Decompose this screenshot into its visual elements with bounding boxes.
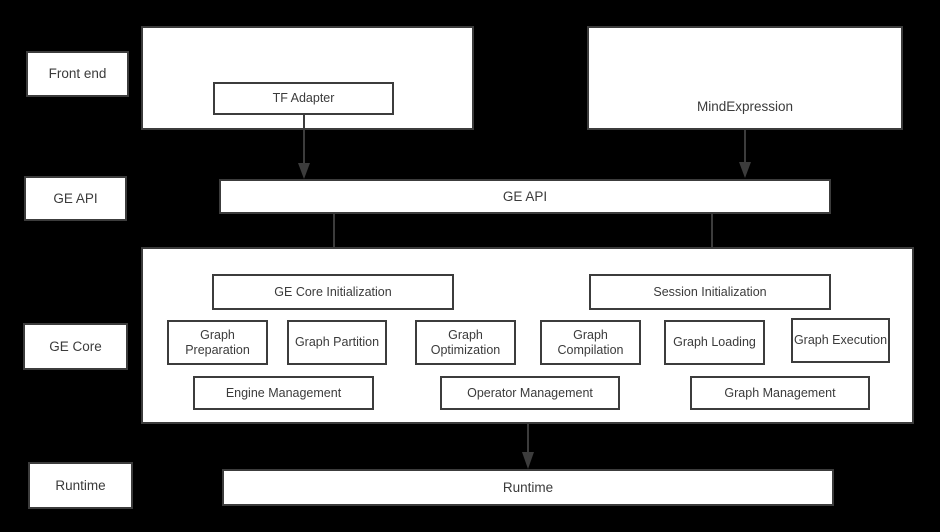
- graph-partition-label: Graph Partition: [294, 335, 380, 350]
- graph-optimization-label: Graph Optimization: [430, 327, 501, 357]
- stage-label-runtime-text: Runtime: [55, 477, 106, 493]
- runtime-bar: Runtime: [222, 469, 834, 506]
- graph-management-box: Graph Management: [690, 376, 870, 410]
- operator-management-box: Operator Management: [440, 376, 620, 410]
- graph-execution-box: Graph Execution: [791, 318, 890, 363]
- runtime-bar-label: Runtime: [502, 479, 554, 495]
- graph-optimization-box: Graph Optimization: [415, 320, 516, 365]
- tf-adapter-box: TF Adapter: [213, 82, 394, 115]
- mindexpression-panel-title: MindExpression: [696, 99, 794, 114]
- graph-execution-label: Graph Execution: [793, 333, 888, 348]
- graph-preparation-box: Graph Preparation: [167, 320, 268, 365]
- session-initialization-label: Session Initialization: [653, 284, 767, 299]
- arrow-tf-adapter-to-ge-api: [296, 115, 316, 181]
- arrow-ge-core-to-runtime: [520, 424, 540, 472]
- graph-loading-label: Graph Loading: [673, 335, 756, 350]
- session-initialization-box: Session Initialization: [589, 274, 831, 310]
- stage-label-runtime: Runtime: [28, 462, 133, 509]
- operator-management-label: Operator Management: [467, 385, 593, 400]
- graph-compilation-box: Graph Compilation: [540, 320, 641, 365]
- stage-label-front-end: Front end: [26, 51, 129, 97]
- stage-label-ge-api-text: GE API: [53, 190, 98, 206]
- ge-api-bar: GE API: [219, 179, 831, 214]
- arrow-mindexpression-to-ge-api: [737, 130, 757, 182]
- ge-core-initialization-box: GE Core Initialization: [212, 274, 454, 310]
- graph-partition-box: Graph Partition: [287, 320, 387, 365]
- graph-preparation-label: Graph Preparation: [185, 327, 250, 357]
- ge-core-initialization-label: GE Core Initialization: [274, 284, 392, 299]
- ge-api-bar-label: GE API: [502, 188, 548, 204]
- graph-compilation-label: Graph Compilation: [557, 327, 624, 357]
- mindexpression-panel: MindExpression: [587, 26, 903, 130]
- engine-management-label: Engine Management: [225, 385, 342, 400]
- stage-label-ge-core: GE Core: [23, 323, 128, 370]
- stage-label-front-end-text: Front end: [48, 66, 107, 82]
- tf-adapter-label: TF Adapter: [272, 91, 335, 106]
- graph-loading-box: Graph Loading: [664, 320, 765, 365]
- stage-label-ge-core-text: GE Core: [49, 338, 102, 354]
- graph-management-label: Graph Management: [724, 385, 836, 400]
- engine-management-box: Engine Management: [193, 376, 374, 410]
- stage-label-ge-api: GE API: [24, 176, 127, 221]
